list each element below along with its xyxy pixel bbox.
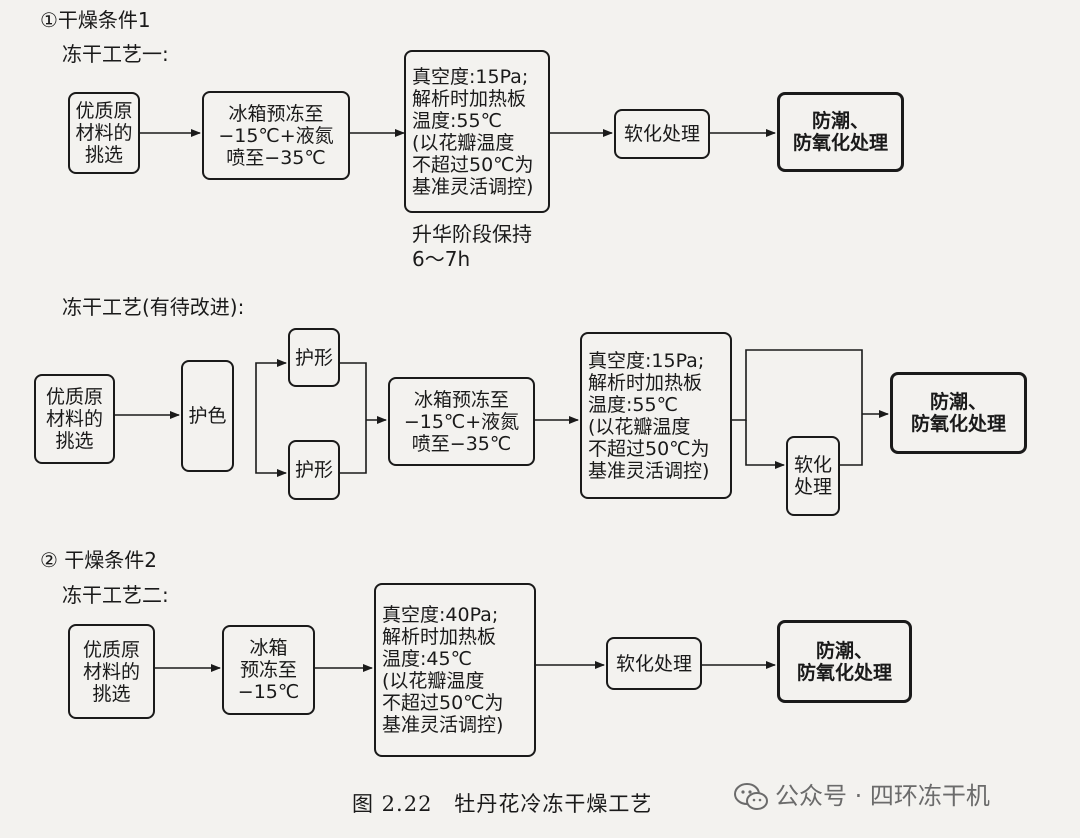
section2-heading: ② 干燥条件2 bbox=[40, 548, 158, 572]
p2-soften-box: 软化处理 bbox=[606, 637, 702, 690]
soften-in-line bbox=[745, 420, 785, 469]
p1-vacuum-box: 真空度:15Pa;解析时加热板温度:55℃(以花瓣温度不超过50℃为基准灵活调控… bbox=[404, 50, 550, 213]
merge-top-line bbox=[340, 362, 367, 415]
pi-soften-box: 软化处理 bbox=[786, 436, 840, 516]
branch-top-line bbox=[255, 359, 287, 415]
p2-final-box: 防潮、防氧化处理 bbox=[777, 620, 912, 703]
figure-caption: 图 2.22 牡丹花冷冻干燥工艺 bbox=[352, 792, 653, 816]
branch-bottom-line bbox=[255, 415, 287, 477]
p1-select-box: 优质原材料的挑选 bbox=[68, 92, 140, 174]
pi-freeze-box: 冰箱预冻至−15℃+液氮喷至−35℃ bbox=[388, 377, 535, 466]
p2-select-box: 优质原材料的挑选 bbox=[68, 624, 155, 719]
pi-shape-protect-top-box: 护形 bbox=[288, 328, 340, 387]
process2-label: 冻干工艺二: bbox=[62, 583, 169, 607]
pi-vacuum-box: 真空度:15Pa;解析时加热板温度:55℃(以花瓣温度不超过50℃为基准灵活调控… bbox=[580, 332, 732, 499]
pi-shape-protect-bottom-box: 护形 bbox=[288, 440, 340, 500]
merge-bottom-line bbox=[340, 415, 367, 474]
process-improve-label: 冻干工艺(有待改进): bbox=[62, 295, 245, 319]
soften-out-line bbox=[840, 414, 863, 466]
section1-heading: ①干燥条件1 bbox=[40, 8, 151, 32]
p2-freeze-box: 冰箱预冻至−15℃ bbox=[222, 625, 315, 715]
pi-final-box: 防潮、防氧化处理 bbox=[890, 372, 1027, 454]
p2-vacuum-box: 真空度:40Pa;解析时加热板温度:45℃(以花瓣温度不超过50℃为基准灵活调控… bbox=[374, 583, 536, 757]
wechat-icon bbox=[734, 783, 768, 810]
p1-soften-box: 软化处理 bbox=[614, 109, 710, 159]
p1-final-box: 防潮、防氧化处理 bbox=[777, 92, 904, 172]
watermark-text: 公众号 · 四环冻干机 bbox=[775, 782, 990, 810]
process1-label: 冻干工艺一: bbox=[62, 42, 169, 66]
p1-freeze-box: 冰箱预冻至−15℃+液氮喷至−35℃ bbox=[202, 91, 350, 180]
pi-color-protect-box: 护色 bbox=[181, 360, 234, 472]
bypass-line bbox=[732, 349, 863, 421]
pi-select-box: 优质原材料的挑选 bbox=[34, 374, 115, 464]
